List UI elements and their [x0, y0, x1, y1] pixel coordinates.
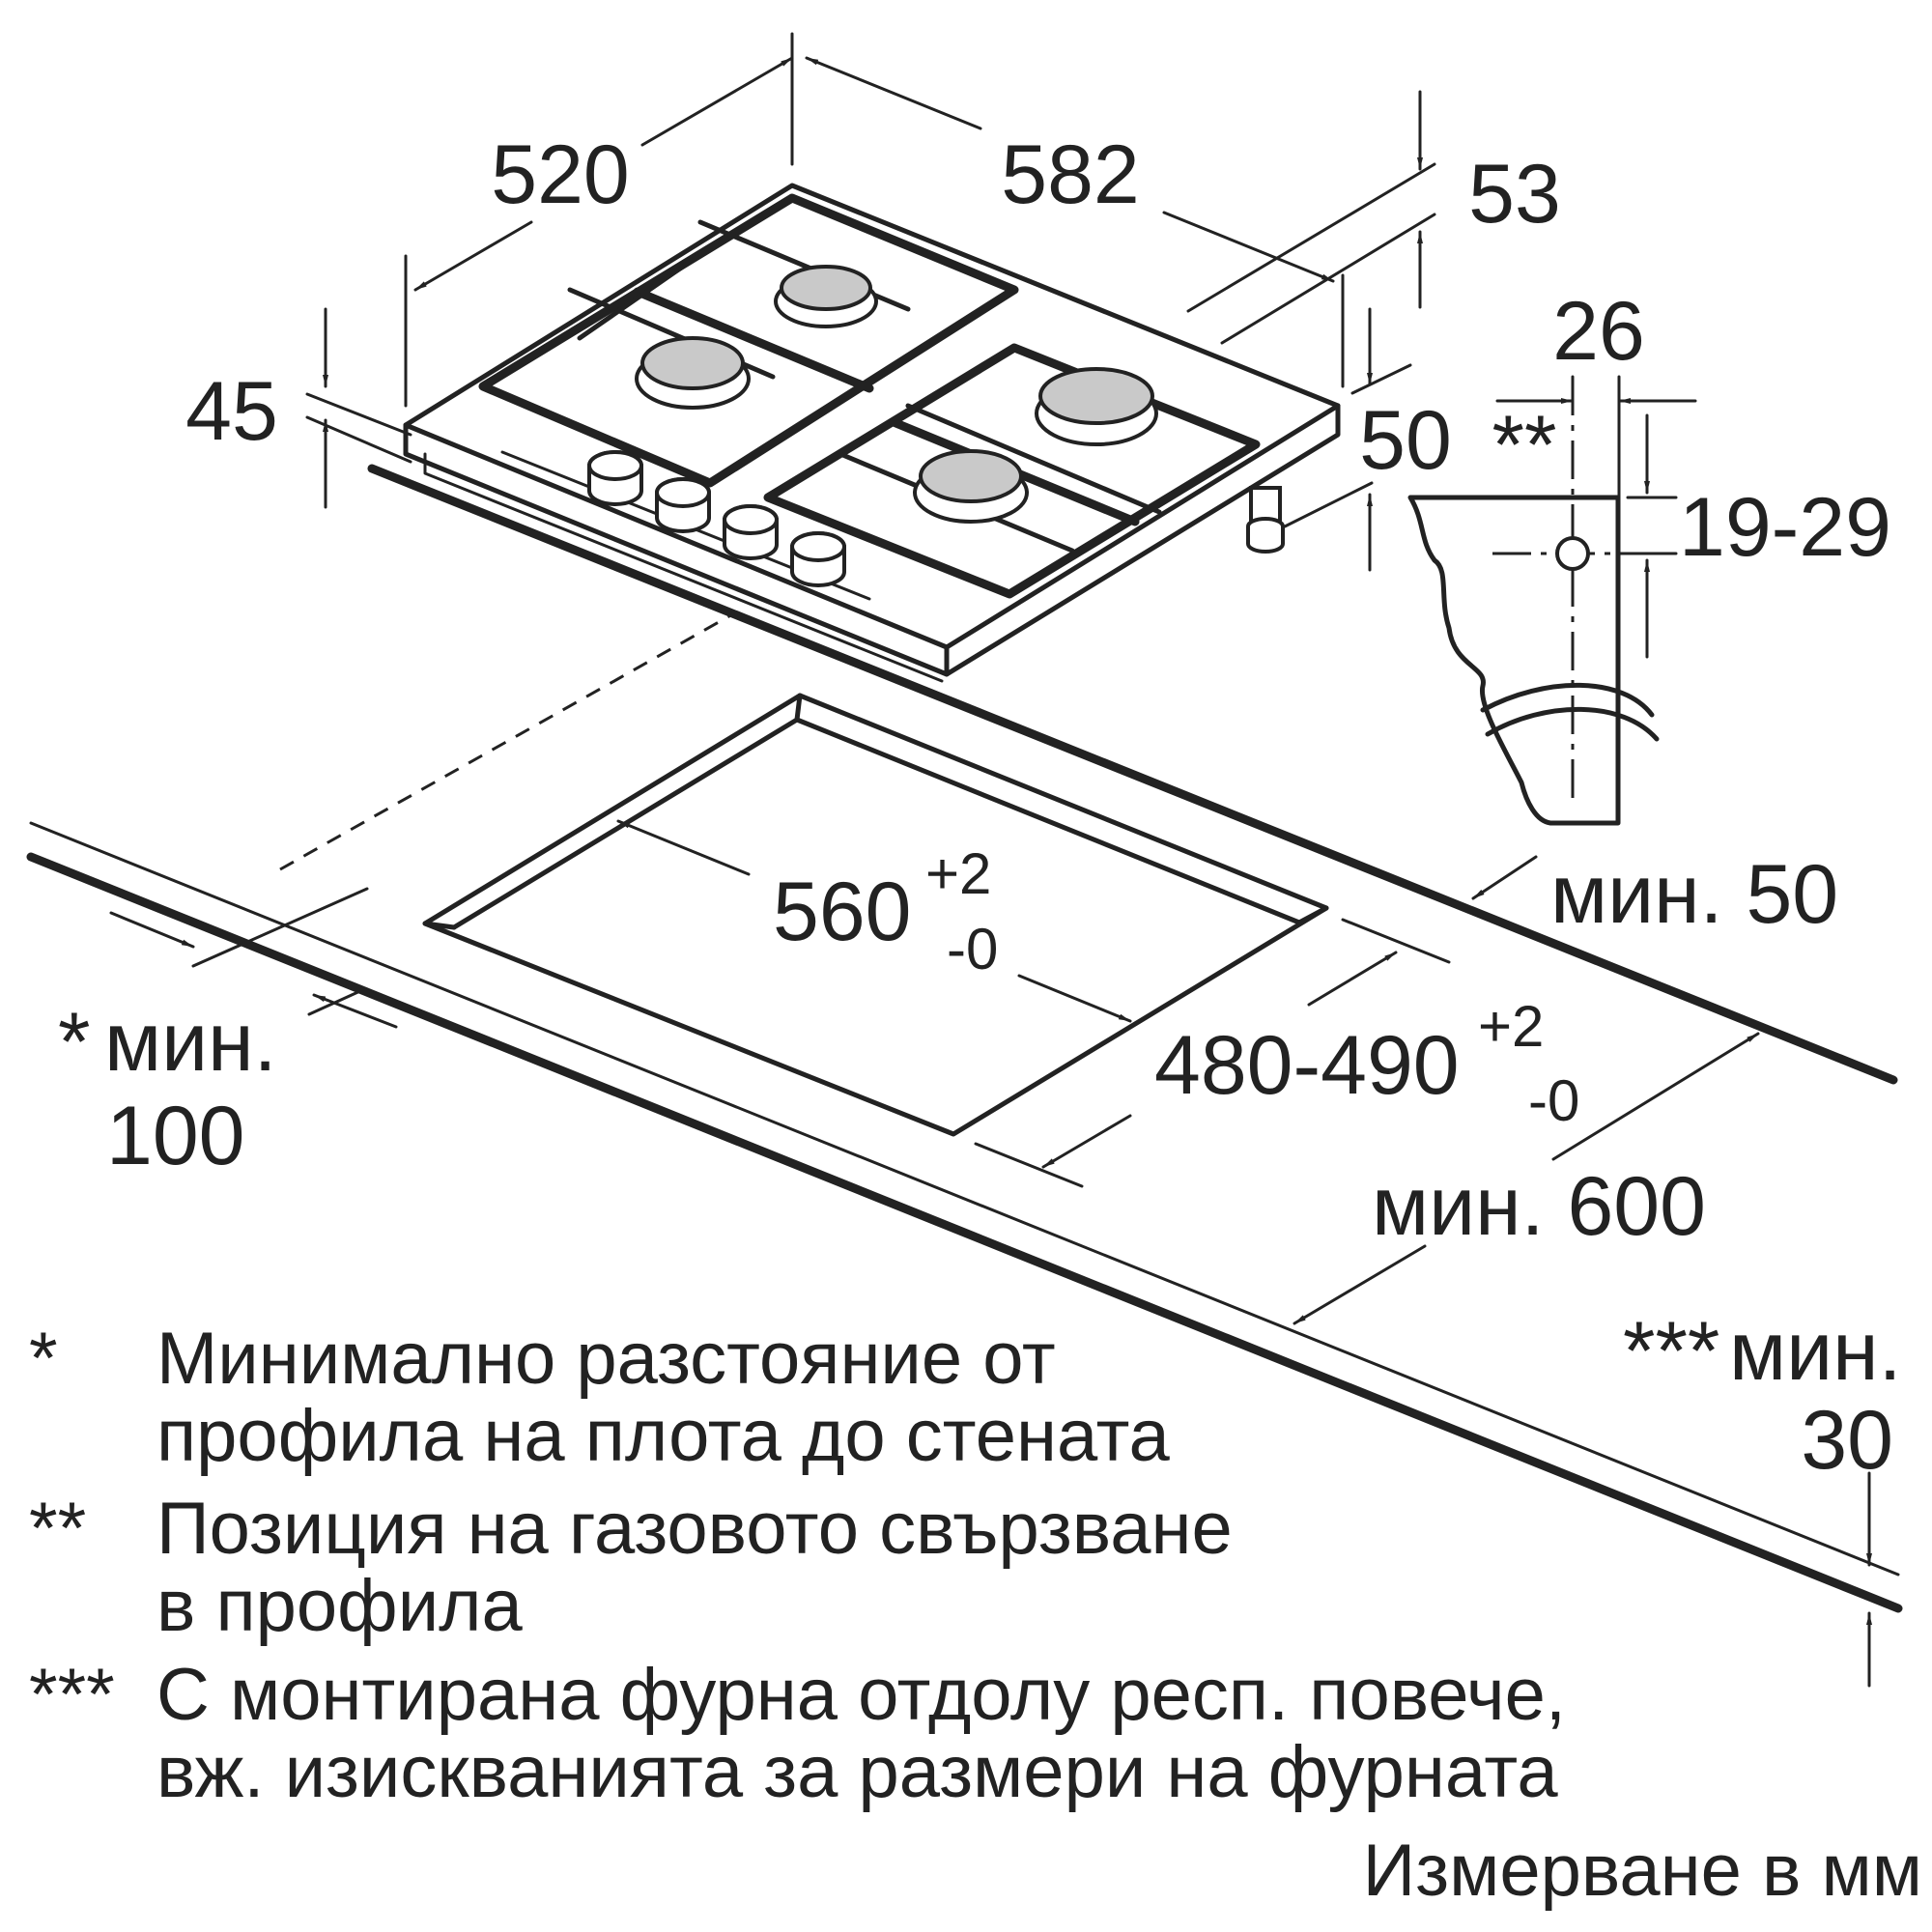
control-knobs	[587, 450, 846, 587]
cutout-depth-label: 480-490	[1154, 1019, 1460, 1112]
hob-height-front-label: 45	[185, 365, 278, 458]
worktop-depth-label: мин. 600	[1372, 1160, 1706, 1253]
cutout-outline	[422, 693, 1329, 1137]
wall-marker-label: *	[58, 996, 90, 1089]
note-1-marker: *	[29, 1318, 58, 1400]
note-3-line-2: вж. изискванията за размери на фурната	[156, 1731, 1558, 1813]
burner-rear-right	[1035, 367, 1158, 446]
hob-drawing	[403, 183, 1341, 683]
grate-left	[478, 193, 1019, 488]
note-1-line-2: профила на плота до стената	[156, 1395, 1171, 1477]
burner-rear-left	[774, 265, 878, 328]
below-clearance-label: мин.	[1729, 1305, 1902, 1398]
wall-clearance-label: мин.	[104, 996, 277, 1089]
burner-front-right	[913, 449, 1029, 524]
cutout-depth-tol-plus: +2	[1478, 994, 1544, 1059]
hob-width-label: 582	[1001, 128, 1140, 221]
below-clearance-value: 30	[1801, 1394, 1893, 1487]
cutout-depth-tol-minus: -0	[1528, 1068, 1579, 1133]
units-note: Измерване в мм	[1363, 1830, 1922, 1912]
cutout-width-label: 560	[773, 866, 912, 958]
gas-offset-label: 26	[1552, 285, 1645, 378]
hob-dimensions: 520 582 53 45 50	[185, 32, 1561, 572]
cutout-dimensions: 560 +2 -0 480-490 +2 -0	[773, 841, 1579, 1133]
connector-height-label: 50	[1359, 394, 1452, 487]
gas-marker-label: **	[1492, 399, 1557, 492]
note-1-line-1: Минимално разстояние от	[156, 1318, 1056, 1400]
footnotes: * Минимално разстояние от профила на пло…	[29, 1318, 1922, 1912]
worktop-drawing	[26, 464, 1903, 1688]
note-2-line-1: Позиция на газовото свързване	[156, 1488, 1233, 1570]
cutout-width-tol-plus: +2	[925, 841, 991, 906]
note-2-line-2: в профила	[156, 1565, 524, 1647]
hob-height-rear-label: 53	[1468, 148, 1561, 241]
hob-depth-label: 520	[491, 128, 630, 221]
burner-front-left	[635, 336, 751, 410]
note-3-marker: ***	[29, 1654, 115, 1736]
gas-connector	[1246, 486, 1285, 554]
gas-height-range-label: 19-29	[1679, 481, 1891, 574]
worktop-profile-detail: 26 ** 19-29	[1407, 285, 1891, 826]
note-3-line-1: С монтирана фурна отдолу респ. повече,	[156, 1654, 1566, 1736]
rear-clearance-label: мин. 50	[1550, 848, 1838, 941]
below-marker-label: ***	[1623, 1305, 1719, 1398]
note-2-marker: **	[29, 1488, 86, 1570]
clearance-labels: мин. 50 * мин. 100 мин. 600 *** мин. 30	[58, 848, 1902, 1487]
cutout-width-tol-minus: -0	[947, 917, 998, 981]
wall-clearance-value: 100	[106, 1090, 245, 1182]
